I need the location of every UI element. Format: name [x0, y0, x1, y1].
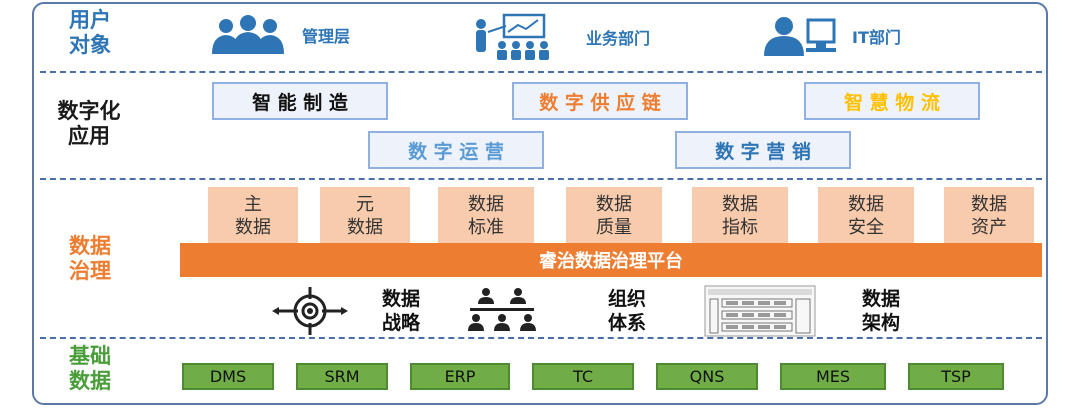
user-group-management: 管理层: [208, 14, 350, 56]
row-label-governance: 数据 治理: [69, 234, 111, 283]
app-label: 智 慧 物 流: [844, 91, 940, 114]
app-label: 数 字 运 营: [408, 140, 504, 163]
app-smart-logistics: 智 慧 物 流: [804, 82, 980, 120]
pillar-label-strategy: 数据 战略: [382, 288, 421, 334]
system-box-qns: QNS: [656, 363, 758, 390]
user-label-management: 管理层: [302, 27, 351, 46]
gov-box-data-security: 数据 安全: [818, 187, 914, 244]
system-box-srm: SRM: [296, 363, 388, 390]
pillar-label-architecture: 数据 架构: [862, 288, 901, 334]
divider-users: [40, 71, 1042, 73]
app-label: 数 字 供 应 链: [539, 91, 661, 114]
system-box-erp: ERP: [410, 363, 510, 390]
row-label-apps: 数字化 应用: [57, 99, 121, 148]
outer-frame: [32, 2, 1048, 405]
gov-box-data-standards: 数据 标准: [438, 187, 534, 244]
system-box-tc: TC: [532, 363, 634, 390]
app-digital-supply-chain: 数 字 供 应 链: [512, 82, 688, 120]
pillar-label-organization: 组织 体系: [608, 288, 647, 334]
app-smart-manufacturing: 智 能 制 造: [212, 82, 388, 120]
app-digital-operations: 数 字 运 营: [368, 131, 544, 169]
presentation-meeting-icon: [476, 13, 549, 60]
user-group-it: IT部门: [762, 14, 901, 58]
user-label-business: 业务部门: [586, 29, 651, 48]
system-box-tsp: TSP: [908, 363, 1004, 390]
divider-apps: [40, 178, 1042, 180]
gov-box-master-data: 主 数据: [208, 187, 298, 244]
gov-box-metadata: 元 数据: [320, 187, 410, 244]
gov-box-data-quality: 数据 质量: [566, 187, 662, 244]
app-label: 智 能 制 造: [252, 91, 348, 114]
user-label-it: IT部门: [852, 28, 901, 47]
org-hierarchy-icon: [468, 288, 536, 331]
row-label-users: 用户 对象: [69, 8, 111, 57]
target-crosshair-icon: [272, 287, 348, 335]
system-box-mes: MES: [780, 363, 886, 390]
platform-label: 睿治数据治理平台: [539, 251, 683, 272]
it-person-computer-icon: [764, 17, 836, 56]
system-box-dms: DMS: [182, 363, 274, 390]
user-group-business: 业务部门: [472, 12, 650, 62]
architecture-diagram-icon: [704, 285, 816, 337]
gov-box-data-metrics: 数据 指标: [692, 187, 788, 244]
governance-platform-bar: 睿治数据治理平台: [180, 243, 1042, 277]
divider-governance: [40, 337, 1042, 339]
app-digital-marketing: 数 字 营 销: [675, 131, 851, 169]
gov-box-data-assets: 数据 资产: [944, 187, 1034, 244]
app-label: 数 字 营 销: [715, 140, 811, 163]
management-group-icon: [212, 15, 284, 54]
row-label-foundation: 基础 数据: [69, 344, 111, 393]
